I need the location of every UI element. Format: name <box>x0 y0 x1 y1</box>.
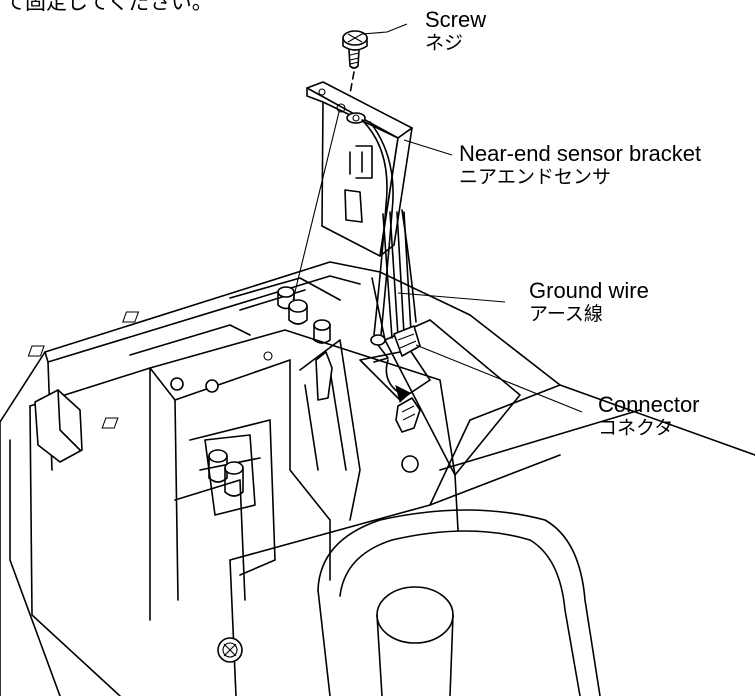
header-text: て固定してください。 <box>4 0 213 14</box>
screw-part <box>342 30 368 111</box>
label-bracket-en: Near-end sensor bracket <box>459 141 702 166</box>
label-connector-en: Connector <box>598 392 700 417</box>
inner-frame <box>27 277 456 601</box>
label-connector-ja: コネクタ <box>598 416 674 439</box>
label-ground-wire: Ground wire アース線 <box>529 278 649 325</box>
mounting-posts <box>170 286 331 516</box>
label-screw-en: Screw <box>425 7 487 32</box>
label-ground-wire-ja: アース線 <box>529 302 603 325</box>
label-screw-ja: ネジ <box>425 31 464 54</box>
ground-wire <box>361 119 417 363</box>
label-screw: Screw ネジ <box>425 7 487 54</box>
cable-connector <box>385 325 421 403</box>
label-bracket-ja: ニアエンドセンサ <box>459 165 612 188</box>
label-ground-wire-en: Ground wire <box>529 278 649 303</box>
leader-lines <box>361 23 583 413</box>
paper-compartment <box>217 277 641 696</box>
label-connector: Connector コネクタ <box>598 392 700 439</box>
label-bracket: Near-end sensor bracket ニアエンドセンサ <box>459 141 702 188</box>
sensor-bracket <box>292 81 413 301</box>
board-connector <box>395 397 421 433</box>
